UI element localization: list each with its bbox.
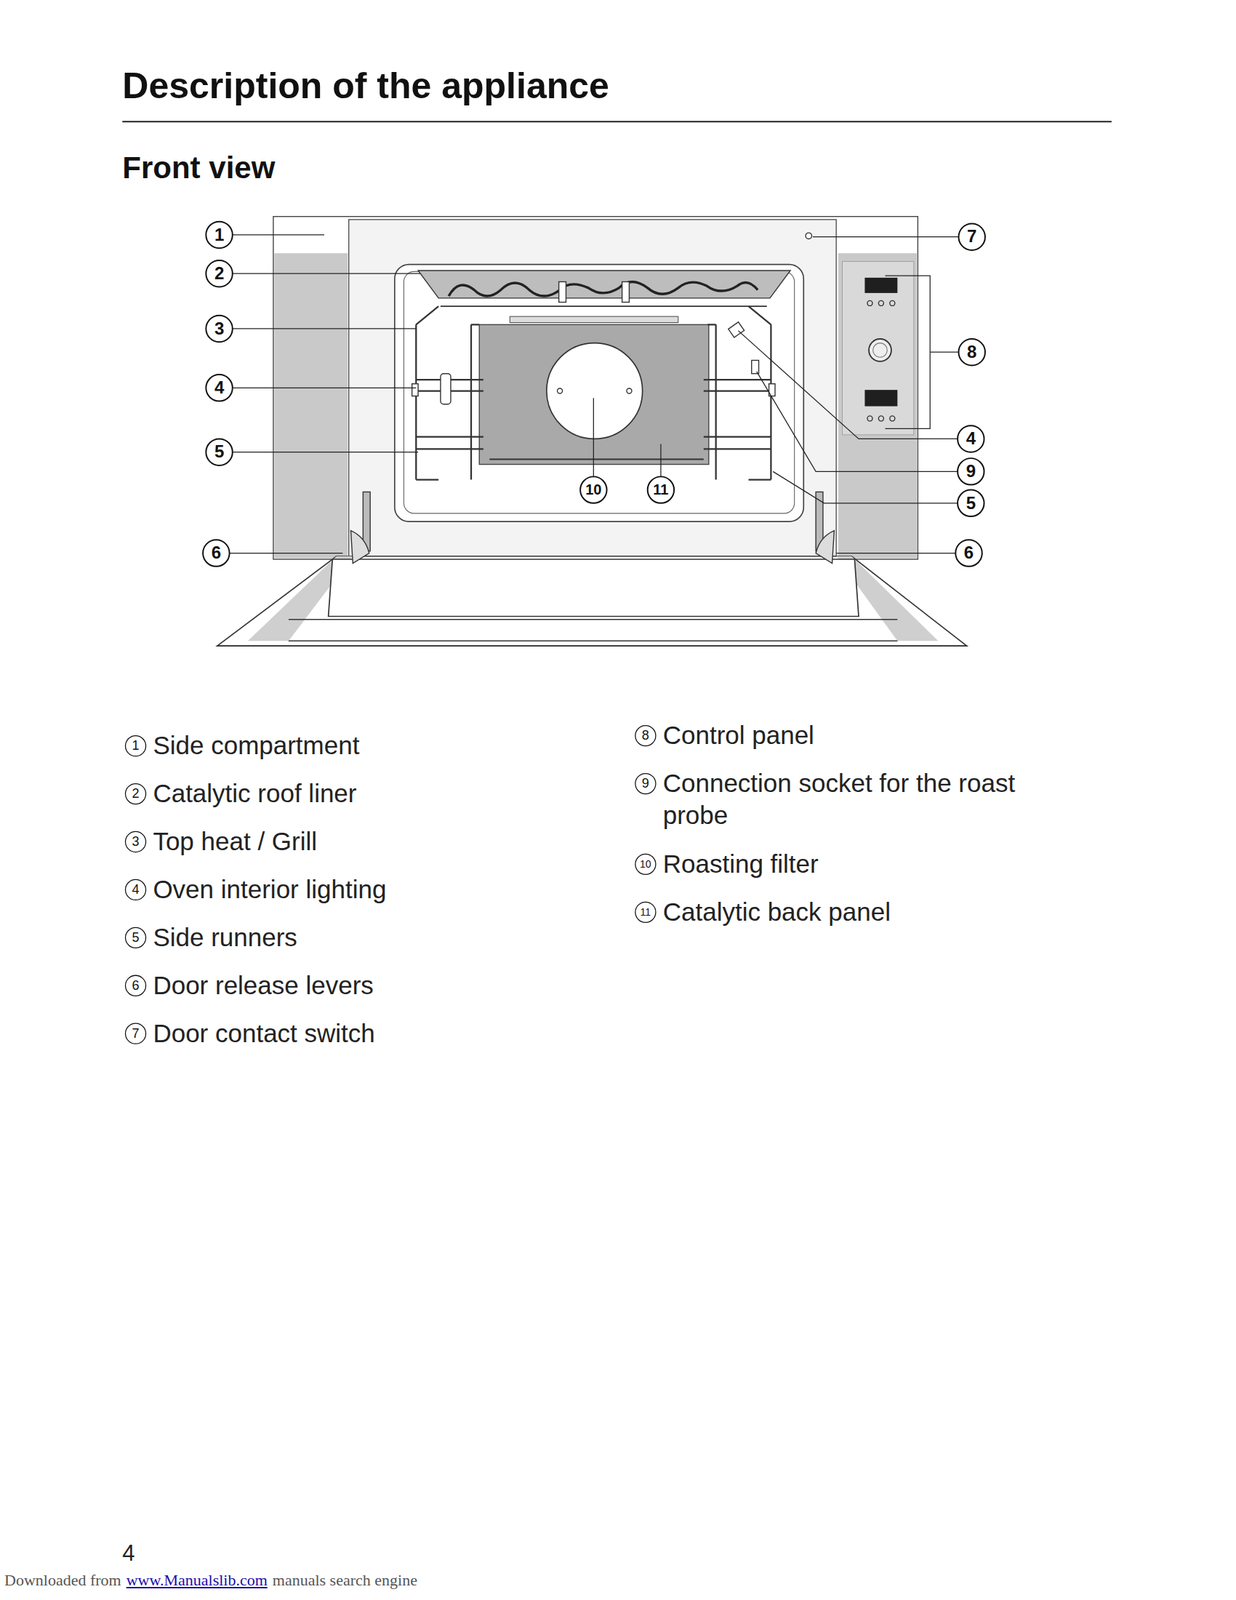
callout-ring bbox=[957, 425, 984, 452]
list-number: 11 bbox=[640, 906, 652, 917]
part-name: Oven interior lighting bbox=[152, 873, 560, 906]
callout-number: 2 bbox=[214, 264, 224, 283]
list-number-ring bbox=[635, 853, 656, 874]
page-number: 4 bbox=[122, 1539, 135, 1567]
list-number-ring bbox=[635, 725, 656, 746]
list-number-ring bbox=[125, 927, 147, 948]
list-number-ring bbox=[125, 1022, 147, 1044]
part-name: Top heat / Grill bbox=[152, 825, 560, 858]
callout-number: 4 bbox=[966, 429, 976, 448]
list-number-ring bbox=[125, 974, 147, 996]
list-number: 5 bbox=[132, 930, 140, 944]
part-name: Roasting filter bbox=[663, 847, 1071, 880]
list-number: 8 bbox=[641, 728, 650, 742]
list-number: 7 bbox=[132, 1026, 140, 1040]
callout-number: 11 bbox=[652, 482, 669, 497]
callout-number: 5 bbox=[966, 494, 976, 512]
part-name: Catalytic back panel bbox=[663, 895, 1071, 928]
list-number: 9 bbox=[641, 776, 650, 790]
callout-ring bbox=[205, 260, 232, 287]
leader-lines bbox=[229, 234, 959, 554]
footer-text: manuals search engine bbox=[272, 1570, 418, 1590]
list-number-ring bbox=[635, 901, 656, 922]
list-number: 2 bbox=[132, 786, 140, 800]
list-number-ring bbox=[125, 879, 147, 900]
oven-door bbox=[217, 556, 967, 646]
list-number-ring bbox=[635, 773, 656, 794]
callout-number: 3 bbox=[214, 319, 224, 338]
page-title: Description of the appliance bbox=[122, 64, 610, 107]
callout-ring bbox=[205, 374, 232, 401]
callout-ring bbox=[958, 338, 985, 365]
part-name: Control panel bbox=[663, 719, 1071, 752]
callout-number: 10 bbox=[585, 482, 602, 497]
list-number-ring bbox=[125, 831, 147, 852]
list-number: 10 bbox=[639, 858, 652, 869]
callout-number: 6 bbox=[211, 543, 222, 562]
list-number-ring bbox=[125, 735, 147, 757]
footer-text: Downloaded from bbox=[4, 1570, 122, 1590]
callout-number: 8 bbox=[966, 343, 977, 361]
callout-number: 4 bbox=[214, 378, 224, 397]
callout-ring bbox=[580, 476, 607, 503]
callout-number: 7 bbox=[966, 227, 977, 246]
callout-ring bbox=[205, 438, 232, 465]
callout-ring bbox=[958, 223, 985, 251]
callout-ring bbox=[205, 221, 232, 248]
list-number: 6 bbox=[132, 978, 140, 992]
callout-number: 1 bbox=[214, 226, 224, 244]
title-rule bbox=[122, 120, 1112, 123]
part-name: Side runners bbox=[152, 921, 560, 954]
callout-number: 9 bbox=[966, 462, 976, 480]
callout-ring bbox=[957, 458, 984, 485]
part-name: Side compartment bbox=[152, 729, 560, 762]
part-name: Door contact switch bbox=[152, 1017, 560, 1050]
section-heading: Front view bbox=[122, 150, 275, 186]
footer-line: Downloaded fromwww.Manualslib.commanuals… bbox=[4, 1570, 418, 1590]
list-number: 3 bbox=[132, 834, 140, 848]
callout-number: 5 bbox=[214, 442, 224, 461]
callout-ring bbox=[205, 315, 232, 342]
part-name: Connection socket for the roast probe bbox=[663, 767, 1071, 832]
callout-ring bbox=[647, 476, 674, 503]
part-name: Catalytic roof liner bbox=[152, 777, 560, 810]
callout-ring bbox=[957, 490, 984, 517]
callout-ring bbox=[202, 539, 230, 566]
callout-ring bbox=[955, 539, 982, 566]
list-number: 1 bbox=[132, 738, 140, 752]
part-name: Door release levers bbox=[152, 969, 560, 1002]
list-number-ring bbox=[125, 783, 147, 805]
footer-link: www.Manualslib.com bbox=[126, 1570, 268, 1590]
list-number: 4 bbox=[132, 882, 140, 896]
callout-number: 6 bbox=[964, 543, 974, 562]
